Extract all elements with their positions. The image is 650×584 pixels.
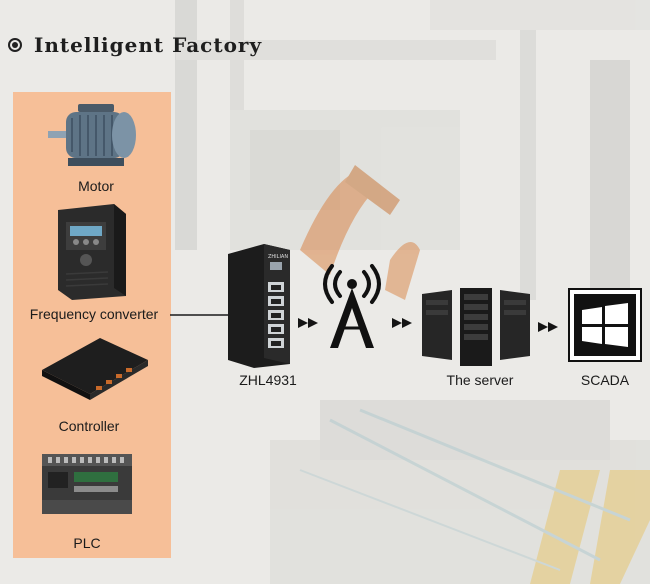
arrow-icon xyxy=(538,322,558,332)
scada-label: SCADA xyxy=(580,372,630,388)
windows-icon xyxy=(568,288,642,362)
controller-label: Controller xyxy=(58,418,120,434)
page-title: Intelligent Factory xyxy=(8,30,262,60)
server-label: The server xyxy=(446,372,514,388)
switch-label: ZHL4931 xyxy=(239,372,297,388)
frequency-converter-label: Frequency converter xyxy=(29,306,159,322)
plc-icon xyxy=(42,454,132,514)
arrow-icon xyxy=(392,318,412,328)
motor-icon xyxy=(48,104,136,166)
robot-arm xyxy=(300,165,420,300)
industrial-switch-icon: ZHILIAN xyxy=(228,244,290,368)
connection-line xyxy=(170,314,236,316)
frequency-converter-icon xyxy=(58,204,126,300)
wireless-tower-icon xyxy=(323,264,381,348)
controller-icon xyxy=(42,338,148,400)
motor-label: Motor xyxy=(78,178,114,194)
radio-bullet-icon xyxy=(8,38,22,52)
plc-label: PLC xyxy=(73,535,101,551)
floor-stripes xyxy=(299,408,650,584)
switch-brand-text: ZHILIAN xyxy=(268,254,288,260)
server-icon xyxy=(422,288,530,366)
title-text: Intelligent Factory xyxy=(34,33,263,57)
arrow-icon xyxy=(298,318,318,328)
factory-structure xyxy=(175,0,650,584)
